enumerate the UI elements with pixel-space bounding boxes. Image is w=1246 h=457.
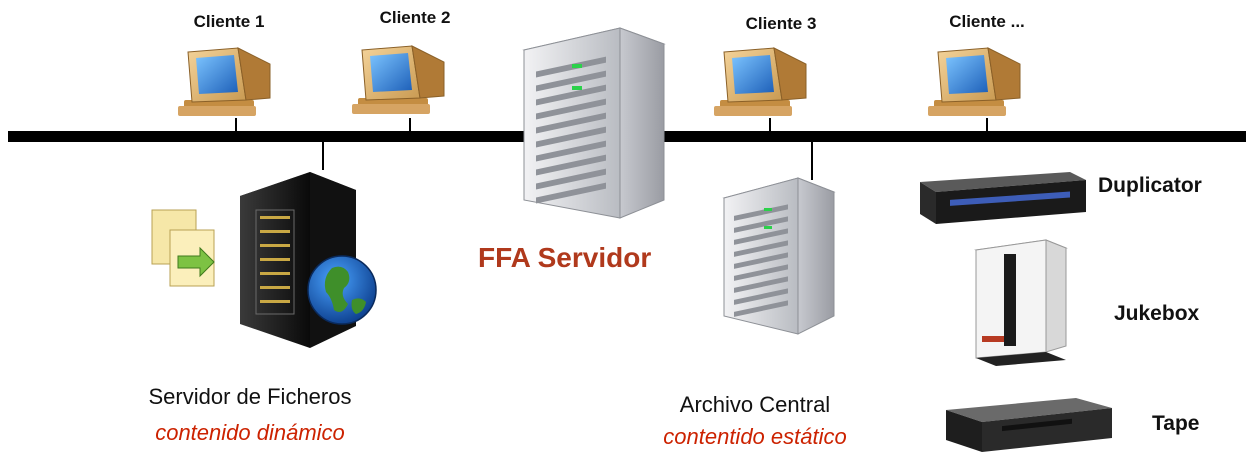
duplicator-device-icon <box>920 172 1086 224</box>
file-server-title: Servidor de Ficheros <box>148 384 352 409</box>
client-2-label: Cliente 2 <box>379 8 451 27</box>
central-archive-tower-icon <box>722 177 836 335</box>
client-1-computer-icon <box>178 47 271 116</box>
client-3-computer-icon <box>714 47 807 116</box>
client-2-computer-icon <box>352 45 445 114</box>
jukebox-label: Jukebox <box>1114 302 1200 325</box>
documents-icon <box>151 209 215 287</box>
tape-drive-icon <box>946 398 1112 452</box>
client-3-label: Cliente 3 <box>745 14 817 33</box>
client-n-label: Cliente ... <box>949 12 1025 31</box>
central-archive-subtitle: contentido estático <box>663 424 847 449</box>
file-server-subtitle: contenido dinámico <box>155 420 345 445</box>
ffa-server-tower-icon <box>522 27 666 219</box>
central-archive-title: Archivo Central <box>679 392 831 417</box>
ffa-server-label: FFA Servidor <box>478 242 652 273</box>
jukebox-device-icon <box>974 239 1068 366</box>
duplicator-label: Duplicator <box>1098 174 1202 197</box>
globe-icon <box>307 255 377 325</box>
tape-label: Tape <box>1152 412 1200 435</box>
client-1-label: Cliente 1 <box>193 12 265 31</box>
client-n-computer-icon <box>928 47 1021 116</box>
